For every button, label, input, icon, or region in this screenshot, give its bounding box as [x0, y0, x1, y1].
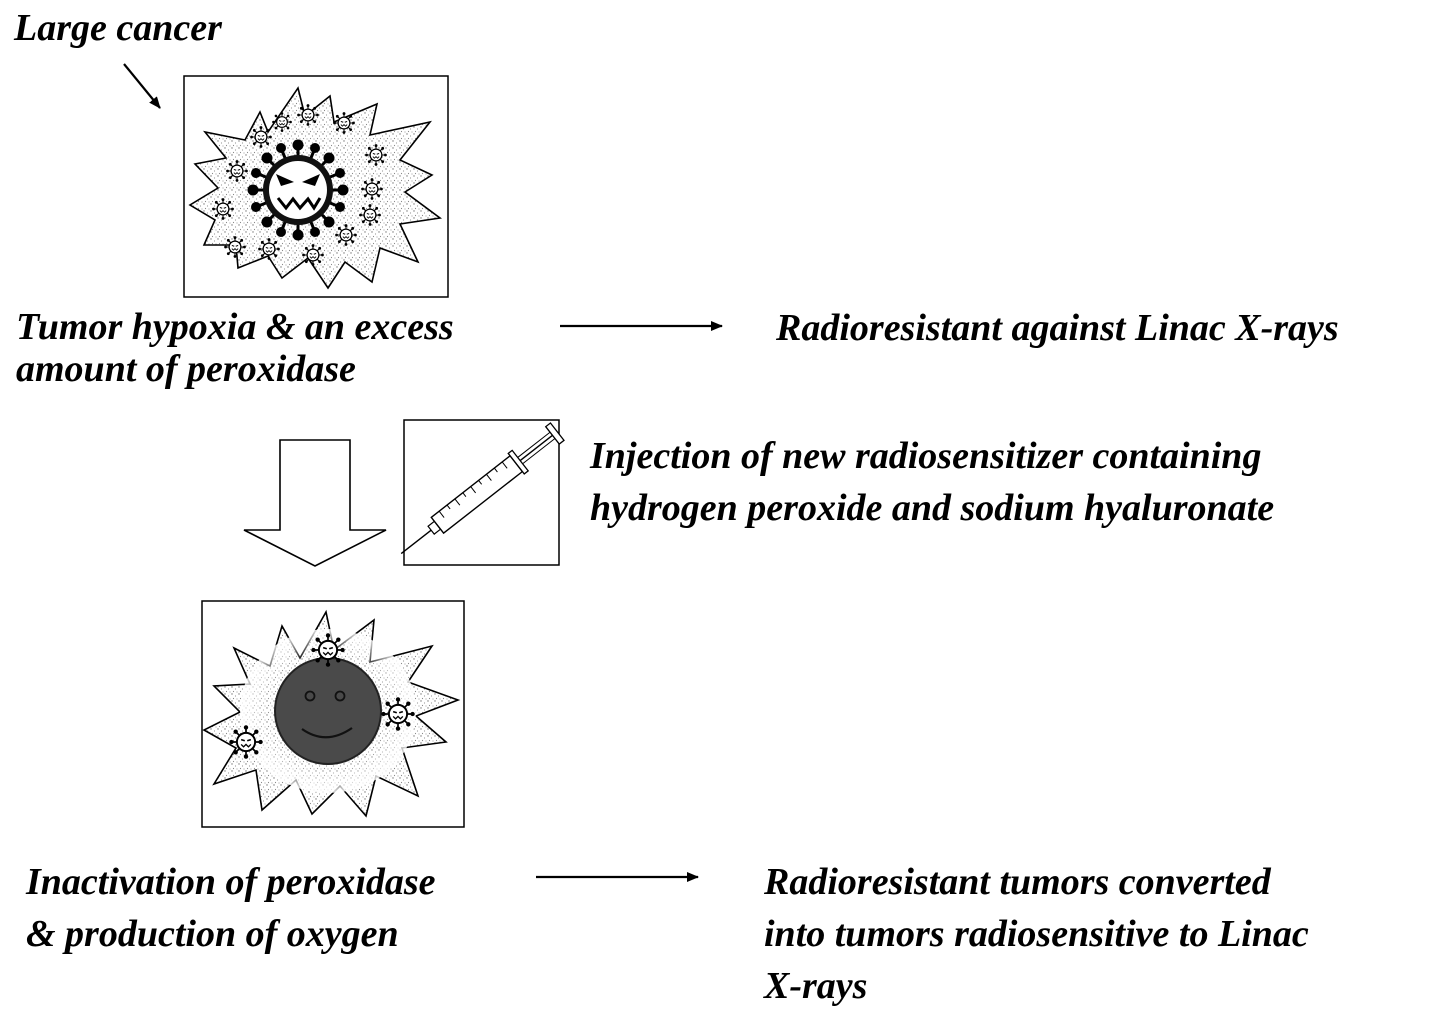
injection-label: Injection of new radiosensitizer contain… [590, 430, 1274, 534]
converted-line-2: into tumors radiosensitive to Linac [764, 913, 1309, 955]
tumor-hypoxia-line-2: amount of peroxidase [16, 348, 356, 390]
tumor-hypoxia-label: Tumor hypoxia & an excess amount of pero… [16, 306, 454, 390]
converted-line-3: X-rays [764, 965, 868, 1007]
down-arrow [243, 439, 387, 567]
smiling-cell-icon [274, 657, 382, 765]
syringe-icon [400, 422, 565, 555]
converted-label: Radioresistant tumors converted into tum… [764, 856, 1309, 1012]
large-cancer-pointer-arrow [123, 63, 161, 109]
treated-tumor-panel [201, 600, 465, 828]
converted-line-1: Radioresistant tumors converted [764, 861, 1271, 903]
inactivation-line-2: & production of oxygen [26, 913, 399, 955]
radioresistant-label: Radioresistant against Linac X-rays [776, 307, 1339, 349]
inactivation-label: Inactivation of peroxidase & production … [26, 856, 436, 960]
inactivation-line-1: Inactivation of peroxidase [26, 861, 436, 903]
tumor-hypoxia-line-1: Tumor hypoxia & an excess [16, 306, 454, 348]
large-cancer-label: Large cancer [14, 7, 222, 49]
large-cancer-panel [183, 75, 449, 298]
injection-line-1: Injection of new radiosensitizer contain… [590, 435, 1262, 477]
angry-cancer-cell-icon [247, 139, 349, 241]
syringe-panel [400, 419, 565, 566]
injection-line-2: hydrogen peroxide and sodium hyaluronate [590, 487, 1275, 529]
